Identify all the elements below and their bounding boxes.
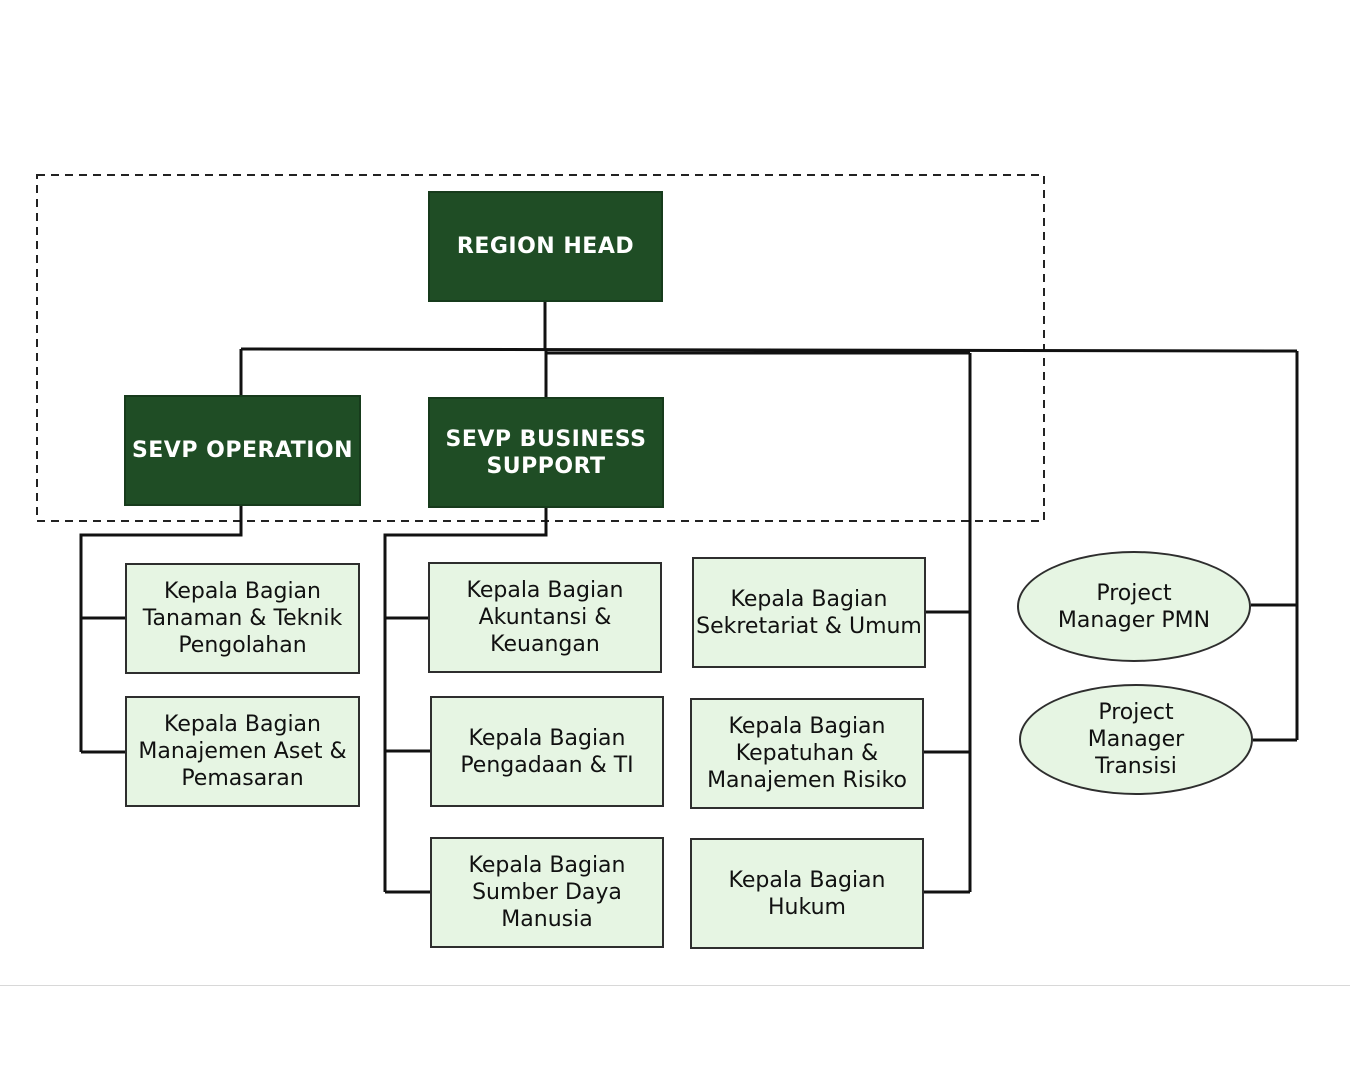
executive-group-frame — [36, 174, 1045, 522]
connector-line — [383, 508, 548, 892]
sevp-business-support-box: SEVP BUSINESS SUPPORT — [428, 397, 664, 508]
dept-akuntansi-keuangan: Kepala Bagian Akuntansi & Keuangan — [428, 562, 662, 673]
connector-line — [79, 506, 243, 752]
project-manager-transisi: Project Manager Transisi — [1019, 684, 1253, 795]
dept-sumber-daya-manusia: Kepala Bagian Sumber Daya Manusia — [430, 837, 664, 948]
connector-line — [240, 347, 1298, 353]
dept-tanaman-teknik-pengolahan: Kepala Bagian Tanaman & Teknik Pengolaha… — [125, 563, 360, 674]
page-divider — [0, 985, 1350, 986]
dept-manajemen-aset-pemasaran: Kepala Bagian Manajemen Aset & Pemasaran — [125, 696, 360, 807]
dept-kepatuhan-manajemen-risiko: Kepala Bagian Kepatuhan & Manajemen Risi… — [690, 698, 924, 809]
region-head-box: REGION HEAD — [428, 191, 663, 302]
project-manager-pmn: Project Manager PMN — [1017, 551, 1251, 662]
dept-hukum: Kepala Bagian Hukum — [690, 838, 924, 949]
dept-sekretariat-umum: Kepala Bagian Sekretariat & Umum — [692, 557, 926, 668]
sevp-operation-box: SEVP OPERATION — [124, 395, 361, 506]
dept-pengadaan-ti: Kepala Bagian Pengadaan & TI — [430, 696, 664, 807]
